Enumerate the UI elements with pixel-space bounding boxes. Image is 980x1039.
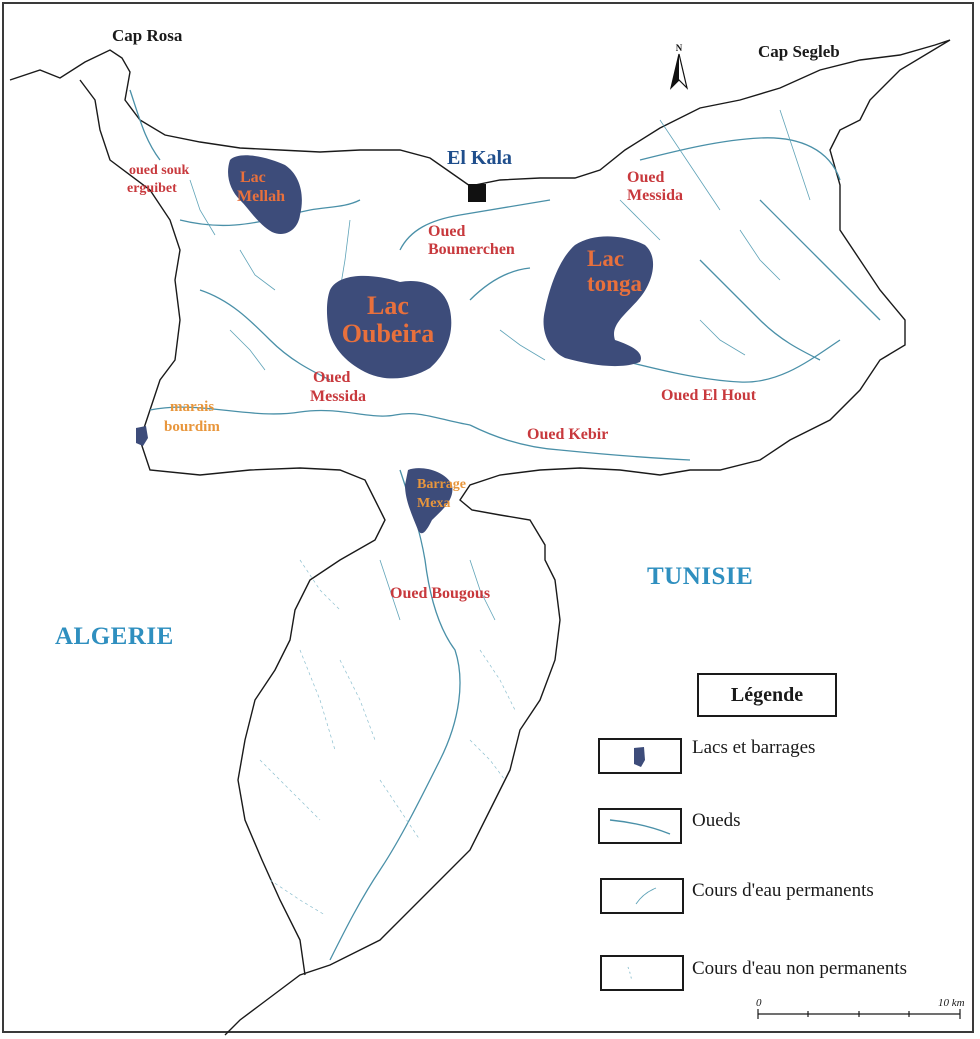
scale-bar [757,1009,961,1019]
lac-mellah-shape [228,155,302,235]
lakes-group [136,155,654,534]
barrage-mexa-label-2: Mexa [417,496,451,511]
legend-label-permanent: Cours d'eau permanents [692,880,874,901]
legend-label-non-permanent: Cours d'eau non permanents [692,958,908,979]
scale-start-label: 0 [756,997,762,1009]
oued-souk-label: oued souk [129,163,190,178]
oueds-group [129,89,881,961]
lac-mellah-label-1: Lac [240,169,266,186]
lac-tonga-label-1: Lac [587,246,625,271]
oued-messida-s-label-2: Messida [310,388,366,405]
legend-title: Légende [697,673,837,717]
north-label: N [676,43,683,53]
oued-bougous-label: Oued Bougous [390,585,491,602]
north-arrow-icon: N [669,43,689,90]
oued-messida-ne-label-1: Oued [627,169,665,186]
lac-tonga-label-2: tonga [587,271,642,296]
legend-swatch-non-permanent [600,955,684,991]
lac-mellah-label-2: Mellah [237,188,285,205]
lac-tonga-shape [543,236,654,367]
legend-swatch-oueds [598,808,682,844]
region-outline [9,39,951,1036]
oued-messida-s-label-1: Oued [313,369,351,386]
legend-label-oueds: Oueds [692,810,741,831]
oued-boumerchen-label-2: Boumerchen [428,241,515,258]
lac-oubeira-label-1: Lac [367,291,409,320]
lac-oubeira-label-2: Oubeira [341,319,435,348]
legend-swatch-permanent [600,878,684,914]
marais-bourdim-shape [136,426,148,446]
tunisie-label: TUNISIE [647,563,754,590]
marais-bourdim-label-1: marais [170,399,215,415]
region-outline-west [79,79,386,976]
algerie-label: ALGERIE [55,623,174,650]
oued-kebir-label: Oued Kebir [527,426,609,443]
non-permanent-streams-group [259,559,516,916]
oued-boumerchen-label-1: Oued [428,223,466,240]
lac-oubeira-shape [326,275,452,379]
oued-messida-ne-label-2: Messida [627,187,683,204]
barrage-mexa-label-1: Barrage [417,477,466,492]
cap-rosa-label: Cap Rosa [112,26,183,45]
legend-swatch-lakes [598,738,682,774]
el-kala-label: El Kala [447,147,513,169]
erguibet-label: erguibet [127,181,177,196]
marais-bourdim-label-2: bourdim [164,419,220,435]
el-kala-marker [468,184,486,202]
cap-segleb-label: Cap Segleb [758,42,840,61]
legend-label-lakes: Lacs et barrages [692,737,816,758]
oued-el-hout-label: Oued El Hout [661,387,757,404]
barrage-mexa-shape [405,468,453,534]
scale-end-label: 10 km [938,997,965,1009]
